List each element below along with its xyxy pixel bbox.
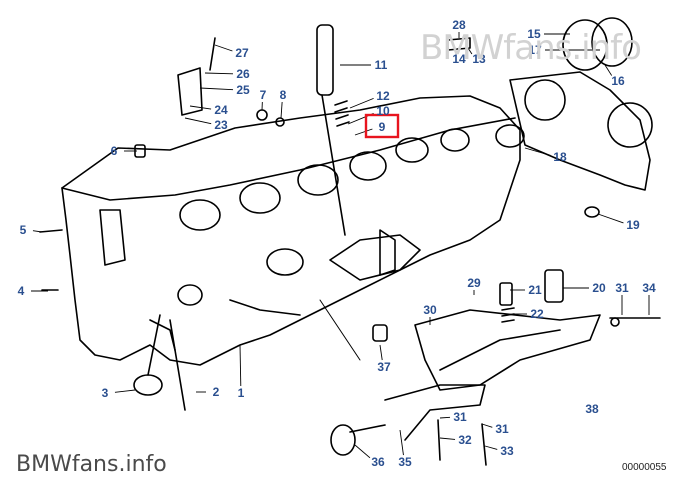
cylinder-bore-1 <box>179 199 221 231</box>
leader-line-19 <box>597 213 624 224</box>
callout-label-12: 12 <box>376 89 390 103</box>
callout-label-17: 17 <box>528 43 542 57</box>
leader-line-31 <box>439 416 451 419</box>
callout-label-6: 6 <box>111 144 118 158</box>
callout-label-22: 22 <box>530 307 544 321</box>
callout-label-7: 7 <box>260 88 267 102</box>
cylinder-bore-6 <box>440 128 470 152</box>
callout-label-35: 35 <box>398 455 412 469</box>
callout-label-24: 24 <box>214 103 228 117</box>
callout-label-33: 33 <box>500 444 514 458</box>
leader-line-18 <box>524 147 551 156</box>
leader-line-9 <box>354 128 373 136</box>
callout-label-25: 25 <box>236 83 250 97</box>
callout-label-38: 38 <box>585 402 599 416</box>
leader-line-33 <box>484 445 498 450</box>
rear-cover-plate <box>509 71 651 191</box>
callout-label-19: 19 <box>626 218 640 232</box>
engine-block-outline <box>61 95 521 366</box>
leader-line-26 <box>204 72 234 75</box>
leader-line-25 <box>199 87 234 91</box>
leader-line-12 <box>349 97 374 109</box>
leader-line-37 <box>379 344 383 361</box>
cylinder-bore-4 <box>349 151 387 181</box>
leader-line-23 <box>184 117 212 125</box>
oil-pump-bracket <box>414 309 601 391</box>
callout-label-15: 15 <box>527 27 541 41</box>
callout-label-11: 11 <box>375 58 388 72</box>
leader-line-24 <box>189 105 212 110</box>
dipstick-tube <box>316 24 334 96</box>
highlighted-part-9-box <box>364 113 400 139</box>
callout-label-29: 29 <box>467 276 481 290</box>
callout-label-30: 30 <box>423 303 437 317</box>
cylinder-bore-3 <box>297 164 339 196</box>
callout-label-20: 20 <box>592 281 606 295</box>
leader-line-36 <box>354 444 371 459</box>
oil-pressure-switch <box>177 67 203 116</box>
callout-label-9: 9 <box>379 120 386 134</box>
callout-label-23: 23 <box>214 118 228 132</box>
cylinder-bore-5 <box>395 137 429 163</box>
watermark-top: BMWfans.info <box>420 28 642 68</box>
callout-label-18: 18 <box>553 150 567 164</box>
callout-label-5: 5 <box>20 223 27 237</box>
callout-label-13: 13 <box>472 52 486 66</box>
callout-label-31: 31 <box>615 281 629 295</box>
callout-label-32: 32 <box>458 433 472 447</box>
callout-label-37: 37 <box>377 360 391 374</box>
watermark-bottom: BMWfans.info <box>16 452 167 477</box>
seal-ring-15 <box>562 19 608 71</box>
callout-label-14: 14 <box>452 52 466 66</box>
leader-line-31 <box>481 423 493 428</box>
callout-label-34: 34 <box>642 281 656 295</box>
diagram-reference-number: 00000055 <box>622 462 667 473</box>
callout-label-31: 31 <box>495 422 509 436</box>
callout-label-2: 2 <box>213 385 220 399</box>
leader-line-13 <box>467 47 473 55</box>
callout-label-1: 1 <box>238 386 245 400</box>
cylinder-bore-2 <box>239 182 281 214</box>
leader-line-1 <box>239 344 242 387</box>
callout-label-26: 26 <box>236 67 250 81</box>
leader-line-16 <box>604 64 613 76</box>
callout-label-3: 3 <box>102 386 109 400</box>
leader-line-5 <box>32 230 43 233</box>
leader-line-32 <box>439 437 456 440</box>
leader-line-27 <box>214 44 233 52</box>
leader-line-35 <box>399 429 404 456</box>
callout-label-10: 10 <box>376 104 390 118</box>
seal-ring-17 <box>591 17 633 67</box>
block-deck-edge <box>61 117 516 201</box>
leader-line-8 <box>280 101 283 119</box>
callout-label-31: 31 <box>453 410 467 424</box>
leader-line-3 <box>114 389 136 393</box>
callout-label-16: 16 <box>611 74 625 88</box>
callout-label-28: 28 <box>452 18 466 32</box>
callout-label-36: 36 <box>371 455 385 469</box>
callout-label-27: 27 <box>235 46 249 60</box>
callout-label-8: 8 <box>280 88 287 102</box>
callout-label-21: 21 <box>528 283 542 297</box>
callout-label-4: 4 <box>18 284 25 298</box>
